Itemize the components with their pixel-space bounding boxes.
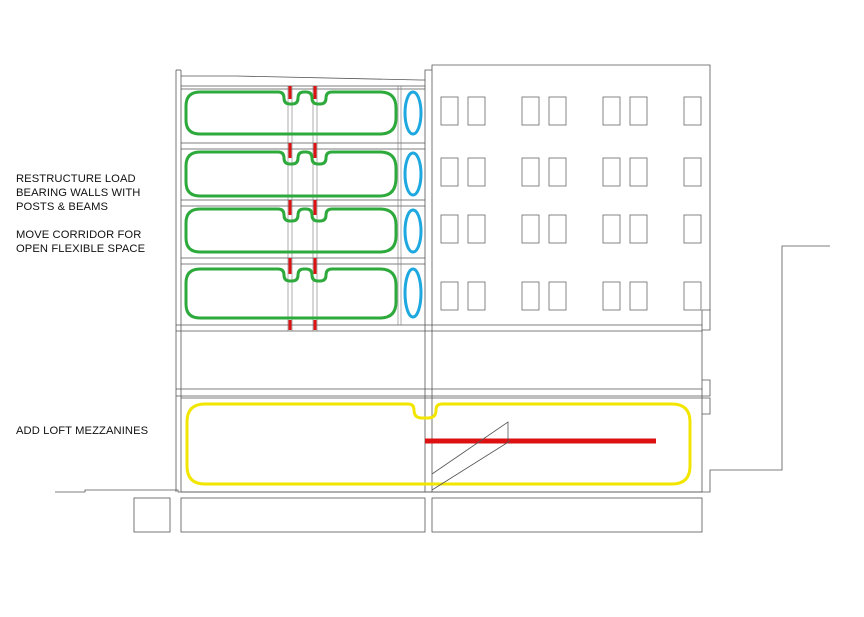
corridor-outlines [403, 90, 423, 319]
window-1-6 [683, 157, 702, 187]
window-1-1 [467, 157, 486, 187]
window-0-5 [629, 96, 648, 126]
facade-windows [440, 96, 702, 311]
note-restructure-load-bearing-walls: RESTRUCTURE LOAD BEARING WALLS WITH POST… [16, 173, 141, 213]
window-3-4 [602, 281, 621, 311]
corridor-oval-floor-4 [403, 90, 423, 136]
window-2-5 [629, 214, 648, 244]
window-3-3 [548, 281, 567, 311]
posts-and-beams [288, 86, 317, 330]
note-add-loft-mezzanines: ADD LOFT MEZZANINES [16, 425, 149, 437]
mezzanine-stair [431, 421, 511, 491]
unit-outline-floor-3 [184, 150, 398, 198]
window-2-1 [467, 214, 486, 244]
note-move-corridor: MOVE CORRIDOR FOR OPEN FLEXIBLE SPACE [16, 229, 146, 255]
window-0-3 [548, 96, 567, 126]
window-0-0 [440, 96, 459, 126]
window-3-6 [683, 281, 702, 311]
window-3-2 [521, 281, 540, 311]
corridor-oval-floor-3 [403, 151, 423, 197]
roof-line [181, 64, 711, 310]
corridor-oval-floor-2 [403, 208, 423, 254]
window-1-2 [521, 157, 540, 187]
window-2-3 [548, 214, 567, 244]
window-2-0 [440, 214, 459, 244]
window-0-2 [521, 96, 540, 126]
ground-line [55, 245, 830, 493]
window-2-2 [521, 214, 540, 244]
corridor-oval-floor-1 [403, 267, 423, 319]
window-1-0 [440, 157, 459, 187]
window-0-4 [602, 96, 621, 126]
corridor-walls [287, 86, 402, 331]
foundation-block-center [180, 497, 426, 533]
window-1-3 [548, 157, 567, 187]
unit-outline-floor-2 [184, 207, 398, 254]
unit-outlines [184, 90, 398, 320]
foundation-block-left [133, 497, 171, 533]
window-2-4 [602, 214, 621, 244]
window-2-6 [683, 214, 702, 244]
window-1-5 [629, 157, 648, 187]
unit-outline-floor-1 [184, 267, 398, 320]
floor-slabs [176, 85, 702, 493]
window-0-6 [683, 96, 702, 126]
unit-outline-floor-4 [184, 90, 398, 136]
window-3-0 [440, 281, 459, 311]
window-3-1 [467, 281, 486, 311]
window-0-1 [467, 96, 486, 126]
window-1-4 [602, 157, 621, 187]
loft-outline [185, 402, 692, 486]
window-3-5 [629, 281, 648, 311]
foundation-block-right [431, 497, 703, 533]
